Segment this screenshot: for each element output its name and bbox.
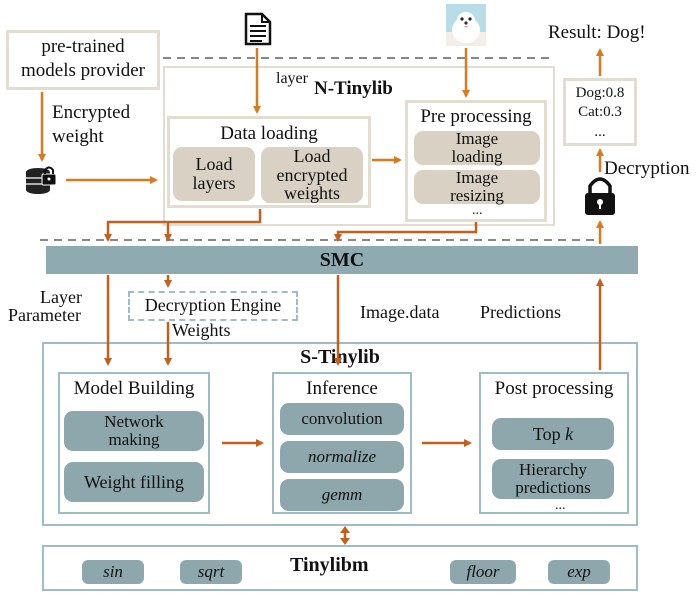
convolution-block: convolution: [280, 403, 404, 435]
model-building-title: Model Building: [73, 378, 195, 399]
model-provider-box: [6, 30, 160, 90]
network-making-line-2: making: [108, 430, 160, 449]
load-encrypted-line-3: weights: [284, 183, 340, 204]
weight-filling-label: Weight filling: [83, 471, 185, 492]
gemm-block: gemm: [280, 479, 404, 511]
decryption-engine-label: Decryption Engine: [144, 295, 282, 315]
pre-processing-title: Pre processing: [420, 106, 532, 127]
prediction-dog: Dog:0.8: [575, 85, 625, 101]
provider-label-2: models provider: [20, 60, 145, 81]
floor-label: floor: [466, 562, 500, 582]
inference-title: Inference: [306, 378, 378, 399]
hierarchy-line-1: Hierarchy: [519, 460, 587, 480]
normalize-label: normalize: [308, 447, 376, 467]
image-loading-block: Image loading: [414, 129, 540, 166]
arrow-preprocessing-to-smc: [334, 222, 478, 242]
top-k-variable: k: [565, 423, 574, 444]
padlock-icon: [585, 177, 615, 215]
n-tinylib-prefix: layer: [276, 70, 308, 87]
hierarchy-predictions-block: Hierarchy predictions: [492, 459, 614, 499]
predictions-label: Predictions: [480, 302, 561, 322]
exp-label: exp: [567, 562, 591, 582]
hierarchy-line-2: predictions: [515, 478, 591, 497]
load-encrypted-line-1: Load: [293, 145, 331, 166]
image-loading-line-2: loading: [451, 147, 503, 166]
post-processing-title: Post processing: [494, 378, 614, 399]
load-layers-block: Load layers: [173, 147, 255, 201]
decryption-engine-box: [128, 291, 298, 321]
sqrt-block: sqrt: [180, 560, 242, 584]
sqrt-label: sqrt: [197, 562, 225, 582]
result-label: Result: Dog!: [548, 22, 646, 43]
gemm-label: gemm: [321, 485, 363, 505]
layer-parameter-label-1: Layer: [40, 287, 82, 307]
smc-bar: [46, 246, 638, 274]
weight-filling-block: Weight filling: [64, 462, 204, 502]
normalize-block: normalize: [280, 441, 404, 473]
tinylibm-title: Tinylibm: [290, 554, 369, 576]
arrow-head-up: [340, 526, 350, 533]
sin-block: sin: [82, 560, 144, 584]
prediction-ellipsis: ...: [594, 124, 606, 140]
smc-label: SMC: [319, 249, 365, 271]
network-making-block: Network making: [64, 411, 204, 451]
dog-photo-icon: [446, 4, 486, 46]
pre-processing-ellipsis: ...: [472, 203, 483, 218]
top-k-prefix: Top: [532, 423, 566, 444]
top-k-block: Top k: [492, 418, 614, 450]
convolution-label: convolution: [301, 409, 383, 429]
sin-label: sin: [103, 562, 123, 582]
floor-block: floor: [450, 560, 516, 584]
provider-label-1: pre-trained: [41, 36, 125, 57]
database-lock-icon: [26, 166, 57, 194]
s-tinylib-title: S-Tinylib: [300, 346, 380, 368]
predictions-output-box: [563, 78, 637, 146]
image-resizing-line-2: resizing: [450, 186, 504, 205]
prediction-cat: Cat:0.3: [578, 104, 622, 120]
load-encrypted-weights-block: Load encrypted weights: [261, 145, 363, 204]
data-loading-title: Data loading: [220, 123, 318, 144]
load-layers-line-2: layers: [192, 173, 236, 193]
n-tinylib-title: N-Tinylib: [314, 78, 393, 99]
encrypted-weight-label-2: weight: [52, 126, 104, 147]
load-layers-line-1: Load: [195, 154, 233, 175]
network-making-line-1: Network: [104, 412, 164, 432]
exp-block: exp: [548, 560, 610, 584]
weights-label: Weights: [172, 320, 231, 340]
image-loading-line-1: Image: [455, 129, 499, 149]
post-processing-ellipsis: ...: [555, 498, 566, 513]
layer-parameter-label-2: Parameter: [8, 305, 81, 325]
encrypted-weight-label-1: Encrypted: [52, 102, 131, 123]
image-data-label: Image.data: [360, 302, 440, 322]
load-encrypted-line-2: encrypted: [276, 164, 348, 185]
image-resizing-line-1: Image: [455, 168, 499, 188]
document-icon: [244, 12, 272, 46]
arrow-data-loading-to-smc-a: [104, 209, 262, 242]
arrow-head-down: [340, 538, 350, 545]
image-resizing-block: Image resizing: [414, 168, 540, 205]
decryption-label: Decryption: [604, 158, 690, 179]
